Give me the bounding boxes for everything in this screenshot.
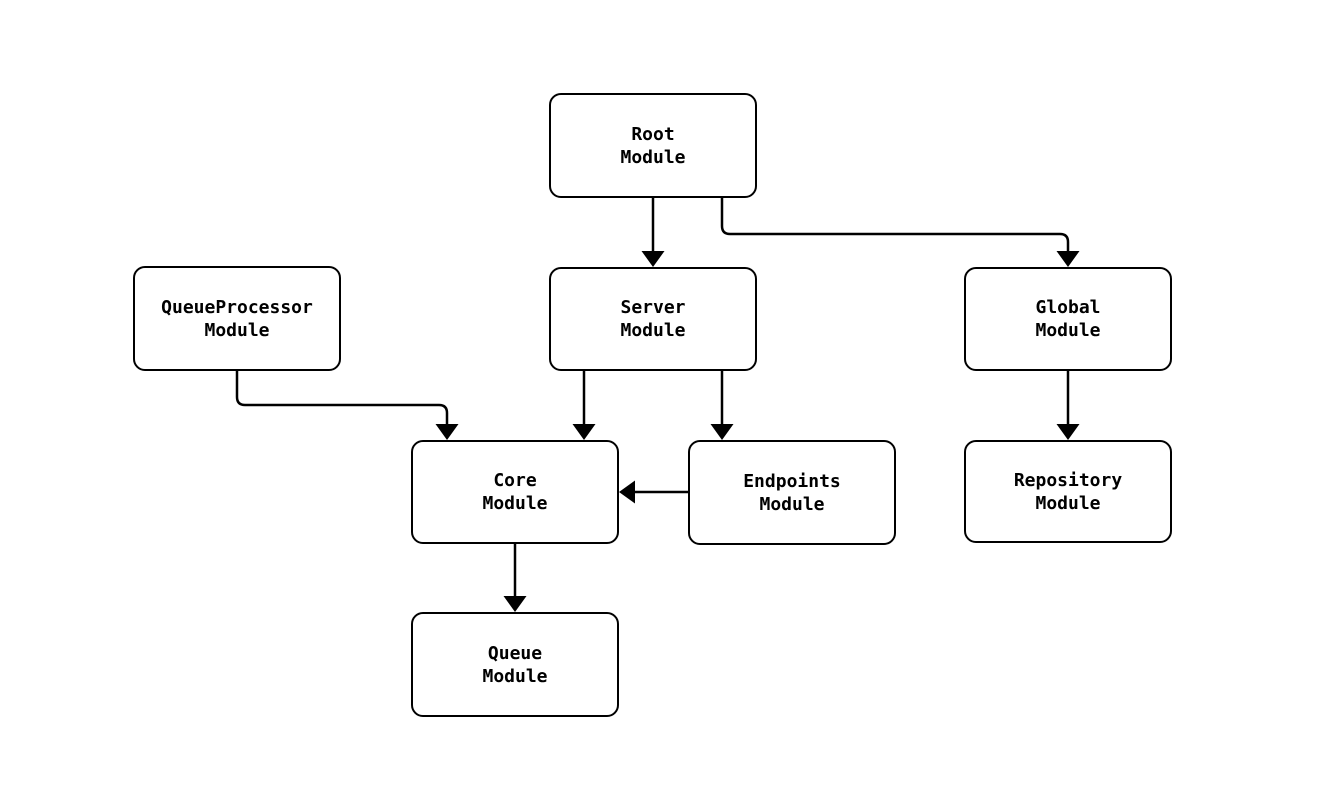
node-label-line1: Root — [631, 123, 675, 145]
node-label-line2: Module — [620, 146, 686, 168]
node-label-line1: Queue — [487, 642, 543, 664]
node-label-line1: Repository — [1013, 469, 1123, 491]
arrowhead-server-endpoints — [710, 424, 734, 440]
arrowhead-server-core — [572, 424, 596, 440]
node-label-line1: Server — [620, 297, 686, 318]
node-label-line2: Module — [1035, 320, 1101, 341]
node-label-line1: Global — [1035, 297, 1101, 318]
arrowhead-core-queue — [503, 596, 527, 612]
arrowhead-endpoints-core — [619, 480, 635, 504]
arrowhead-root-global — [1056, 251, 1080, 267]
node-label-line1: Core — [493, 470, 537, 491]
node-label-line2: Module — [1035, 492, 1101, 514]
node-label-line1: Endpoints — [743, 470, 841, 492]
node-label-line2: Module — [482, 665, 548, 687]
node-label-line2: Module — [204, 319, 270, 341]
node-label-line2: Module — [482, 493, 548, 514]
node-label-line2: Module — [759, 493, 825, 515]
arrowhead-global-repository — [1056, 424, 1080, 440]
node-label-line1: QueueProcessor — [161, 296, 313, 318]
edge-queueprocessor-core — [235, 371, 449, 424]
arrowhead-root-server — [641, 251, 665, 267]
edge-root-global — [720, 198, 1070, 251]
arrowhead-queueprocessor-core — [435, 424, 459, 440]
node-label-line2: Module — [620, 320, 686, 341]
